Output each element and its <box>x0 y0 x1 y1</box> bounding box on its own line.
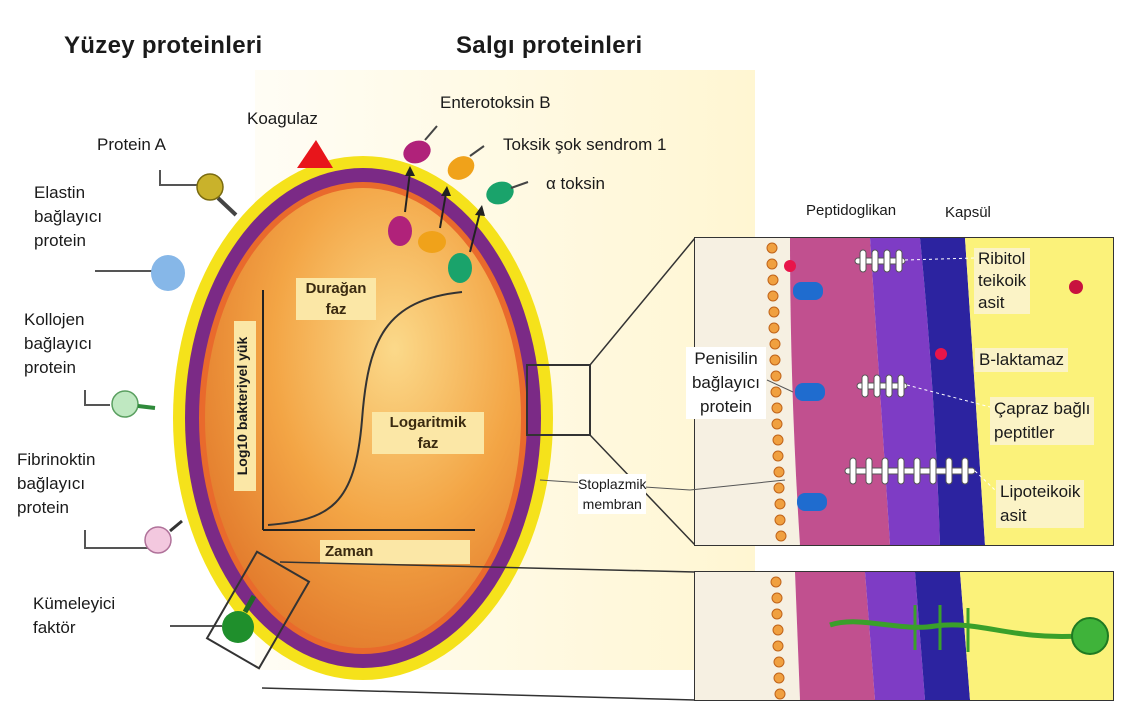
label-kapsul: Kapsül <box>945 201 991 225</box>
header-surface-proteins: Yüzey proteinleri <box>64 32 262 60</box>
pbp-3 <box>797 493 827 511</box>
label-blaktamaz: B-laktamaz <box>975 348 1068 372</box>
fibrinoktin-marker <box>145 527 171 553</box>
kumeleyici-marker <box>222 611 254 643</box>
label-peptidoglikan: Peptidoglikan <box>806 199 896 223</box>
label-alpha-toksin: α toksin <box>546 172 605 196</box>
protein-a-marker <box>197 174 223 200</box>
growth-xlabel: Zaman <box>325 541 385 562</box>
alpha-inside <box>448 253 472 283</box>
label-protein-a: Protein A <box>97 133 166 157</box>
blactamase-dot-3 <box>1069 280 1083 294</box>
growth-ylabel: Log10 bakteriyel yük <box>234 321 256 491</box>
blactamase-dot-2 <box>935 348 947 360</box>
tss-inside <box>418 231 446 253</box>
pbp-1 <box>793 282 823 300</box>
label-toksik: Toksik şok sendrom 1 <box>503 133 666 157</box>
elastin-marker <box>151 255 185 291</box>
header-secreted-proteins: Salgı proteinleri <box>456 32 642 60</box>
blactamase-dot-1 <box>784 260 796 272</box>
label-enterotoksin: Enterotoksin B <box>440 91 551 115</box>
kollojen-marker <box>112 391 138 417</box>
enterotoxin-inside <box>388 216 412 246</box>
clumping-panel <box>695 572 1113 700</box>
clumping-factor-head <box>1072 618 1108 654</box>
label-koagulaz: Koagulaz <box>247 107 318 131</box>
pbp-2 <box>795 383 825 401</box>
